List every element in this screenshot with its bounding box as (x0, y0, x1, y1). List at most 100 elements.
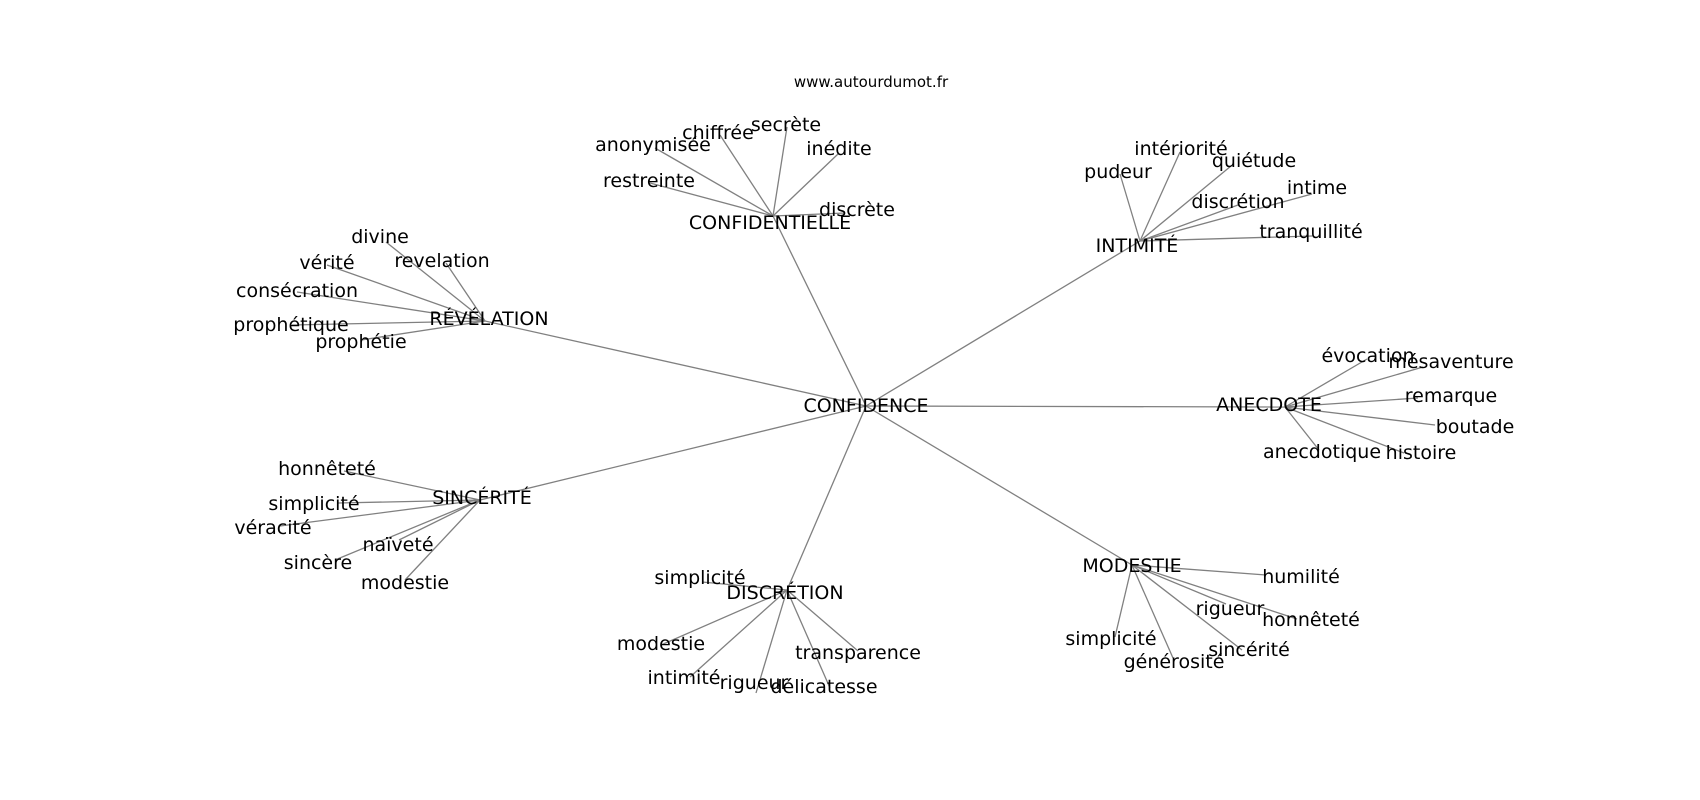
leaf-remarque: remarque (1405, 385, 1498, 407)
leaf-sincerite: sincérité (1208, 639, 1290, 661)
edge-discretion-leaf-0 (701, 581, 788, 591)
root-node: CONFIDENCE (803, 395, 928, 417)
edge-intimite-leaf-0 (1119, 173, 1141, 242)
edge-sincerite-leaf-5 (404, 499, 481, 581)
leaf-intimite: intimité (648, 667, 721, 689)
edge-discretion-leaf-3 (755, 589, 788, 694)
leaf-prophetique: prophétique (233, 314, 348, 336)
edge-discretion-leaf-5 (786, 589, 859, 652)
edge-root-confidentielle (772, 215, 867, 407)
leaf-discretion: discrétion (1191, 191, 1284, 213)
edge-root-anecdote (865, 405, 1286, 408)
edge-anecdote-leaf-0 (1284, 358, 1368, 408)
leaf-discrete: discrète (819, 199, 895, 221)
leaf-inedite: inédite (806, 138, 872, 160)
edge-root-revelation (484, 320, 867, 407)
leaf-generosite: générosité (1124, 651, 1225, 673)
leaf-prophetie: prophétie (315, 331, 406, 353)
edge-sincerite-leaf-3 (398, 499, 481, 541)
edge-revelation-leaf-4 (291, 320, 486, 326)
leaf-evocation: évocation (1321, 345, 1414, 367)
edge-confidentielle-leaf-4 (649, 182, 774, 217)
edge-discretion-leaf-4 (786, 589, 831, 689)
edge-sincerite-leaf-2 (279, 499, 481, 527)
leaf-modestie-2: modestie (617, 633, 705, 655)
edge-revelation-leaf-2 (445, 262, 486, 322)
edge-modestie-leaf-3 (1114, 564, 1133, 638)
leaf-naivete: naïveté (362, 534, 433, 556)
hub-anecdote: ANECDOTE (1216, 394, 1322, 416)
leaf-divine: divine (351, 226, 409, 248)
edge-intimite-leaf-5 (1139, 235, 1313, 242)
edge-intimite-leaf-3 (1139, 193, 1313, 242)
edge-confidentielle-leaf-0 (654, 147, 774, 217)
leaf-mesaventure: mésaventure (1388, 351, 1513, 373)
leaf-rigueur: rigueur (720, 672, 789, 694)
site-url: www.autourdumot.fr (794, 73, 949, 91)
edge-confidentielle-leaf-2 (772, 126, 788, 217)
edges-layer (279, 126, 1436, 694)
leaf-chiffree: chiffrée (682, 122, 754, 144)
leaf-modestie: modestie (361, 572, 449, 594)
leaf-humilite: humilité (1262, 566, 1340, 588)
edge-anecdote-leaf-1 (1284, 366, 1424, 408)
leaf-transparence: transparence (795, 642, 921, 664)
leaf-simplicite-2: simplicité (654, 567, 745, 589)
edge-modestie-leaf-4 (1131, 564, 1174, 659)
hub-sincerite: SINCÉRITÉ (432, 486, 532, 509)
edge-modestie-leaf-0 (1131, 564, 1267, 576)
hub-revelation: RÉVÉLATION (429, 307, 548, 330)
leaf-boutade: boutade (1436, 416, 1515, 438)
leaf-delicatesse: délicatesse (770, 676, 877, 698)
edge-revelation-leaf-1 (326, 264, 486, 322)
edge-intimite-leaf-2 (1139, 165, 1232, 242)
edge-root-sincerite (479, 405, 867, 501)
edge-root-discretion (786, 405, 867, 591)
leaf-honnetete: honnêteté (278, 458, 376, 480)
leaf-quietude: quiétude (1212, 150, 1296, 172)
edge-anecdote-leaf-2 (1284, 397, 1419, 408)
leaf-rigueur-2: rigueur (1196, 598, 1265, 620)
edge-sincerite-leaf-0 (343, 470, 481, 501)
hub-confidentielle: CONFIDENTIELLE (689, 212, 851, 234)
edge-root-intimite (865, 240, 1141, 407)
edge-anecdote-leaf-5 (1284, 406, 1405, 454)
leaf-tranquillite: tranquillité (1259, 221, 1362, 243)
leaf-sincere: sincère (284, 552, 352, 574)
leaf-anonymisee: anonymisée (595, 134, 711, 156)
leaf-interiorite: intériorité (1134, 138, 1227, 160)
edge-discretion-leaf-2 (689, 589, 788, 678)
leaf-simplicite-3: simplicité (1065, 628, 1156, 650)
leaf-revelation: revelation (394, 250, 489, 272)
leaf-pudeur: pudeur (1084, 161, 1152, 183)
edge-intimite-leaf-4 (1139, 204, 1239, 242)
labels-layer: www.autourdumot.fr CONFIDENCE CONFIDENTI… (233, 73, 1514, 698)
leaf-verite: vérité (299, 252, 354, 274)
leaf-intime: intime (1287, 177, 1347, 199)
leaf-restreinte: restreinte (603, 170, 695, 192)
edge-modestie-leaf-1 (1131, 564, 1227, 605)
edge-confidentielle-leaf-1 (719, 134, 774, 217)
edge-anecdote-leaf-4 (1284, 406, 1320, 451)
leaf-simplicite: simplicité (268, 493, 359, 515)
leaf-secrete: secrète (751, 114, 821, 136)
edge-revelation-leaf-0 (385, 241, 486, 322)
leaf-veracite: véracité (234, 517, 311, 539)
hub-discretion: DISCRÉTION (726, 581, 843, 604)
leaf-honnetete-2: honnêteté (1262, 609, 1360, 631)
edge-revelation-leaf-3 (296, 291, 486, 322)
edge-sincerite-leaf-1 (337, 499, 481, 504)
edge-confidentielle-leaf-5 (772, 212, 846, 217)
edge-confidentielle-leaf-3 (772, 153, 839, 217)
leaf-consecration: consécration (236, 280, 358, 302)
edge-modestie-leaf-2 (1131, 564, 1298, 620)
edge-intimite-leaf-1 (1139, 151, 1181, 242)
edge-sincerite-leaf-4 (334, 499, 481, 561)
edge-revelation-leaf-5 (360, 320, 486, 341)
hub-intimite: INTIMITÉ (1096, 234, 1179, 257)
leaf-histoire: histoire (1386, 442, 1457, 464)
edge-modestie-leaf-5 (1131, 564, 1243, 651)
leaf-anecdotique: anecdotique (1263, 441, 1381, 463)
edge-discretion-leaf-1 (660, 589, 788, 646)
